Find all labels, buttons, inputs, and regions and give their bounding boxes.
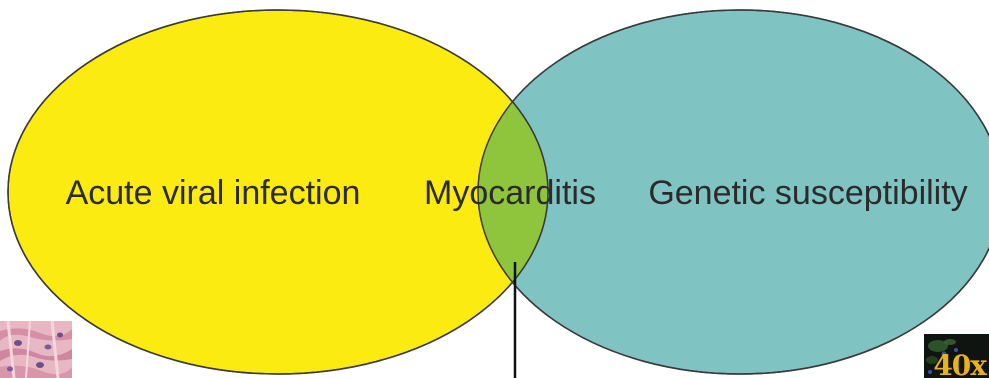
fluorescence-thumbnail-icon: 40x bbox=[924, 334, 989, 378]
label-acute-viral-infection: Acute viral infection bbox=[66, 174, 361, 212]
label-genetic-susceptibility: Genetic susceptibility bbox=[648, 174, 967, 212]
label-myocarditis: Myocarditis bbox=[424, 174, 596, 212]
magnification-label: 40x bbox=[933, 349, 986, 378]
histology-thumbnail-icon bbox=[0, 321, 72, 378]
